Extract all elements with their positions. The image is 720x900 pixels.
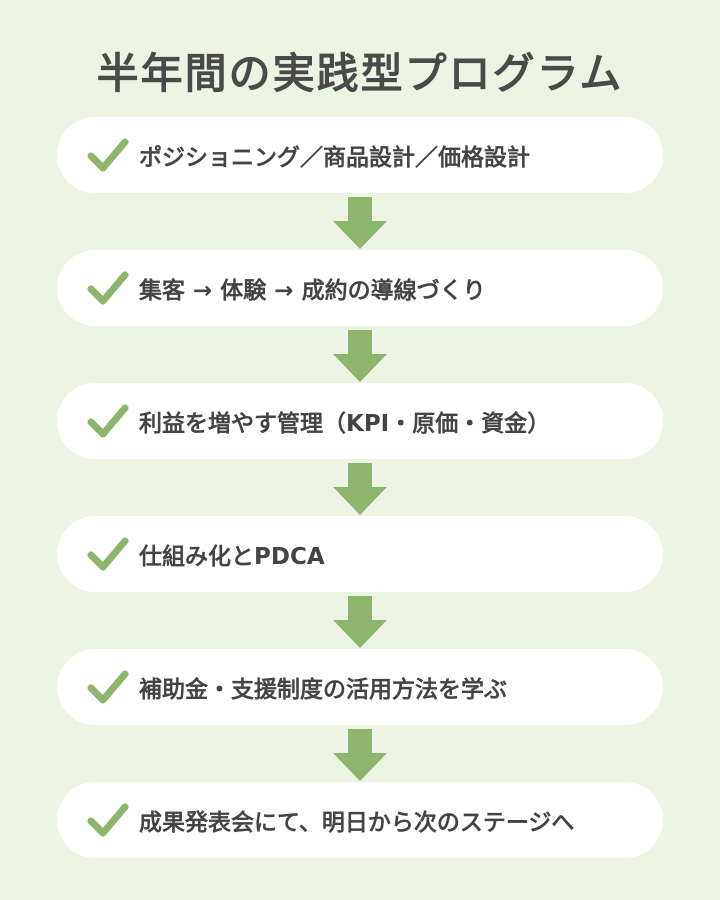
check-icon <box>87 271 129 305</box>
check-icon <box>87 138 129 172</box>
step-card: 補助金・支援制度の活用方法を学ぶ <box>57 649 663 725</box>
page-title: 半年間の実践型プログラム <box>96 49 624 98</box>
step-card: ポジショニング／商品設計／価格設計 <box>57 117 663 193</box>
step-label: ポジショニング／商品設計／価格設計 <box>139 145 530 171</box>
step-card: 仕組み化とPDCA <box>57 516 663 592</box>
down-arrow-icon <box>333 729 387 781</box>
down-arrow-icon <box>333 330 387 382</box>
step-card: 集客 → 体験 → 成約の導線づくり <box>57 250 663 326</box>
step-label: 補助金・支援制度の活用方法を学ぶ <box>139 677 507 703</box>
step-label: 仕組み化とPDCA <box>139 544 325 570</box>
step-label: 集客 → 体験 → 成約の導線づくり <box>139 278 486 304</box>
check-icon <box>87 670 129 704</box>
down-arrow-icon <box>333 463 387 515</box>
check-icon <box>87 404 129 438</box>
down-arrow-icon <box>333 197 387 249</box>
step-label: 利益を増やす管理（KPI・原価・資金） <box>139 411 551 437</box>
step-card: 利益を増やす管理（KPI・原価・資金） <box>57 383 663 459</box>
down-arrow-icon <box>333 596 387 648</box>
check-icon <box>87 803 129 837</box>
step-card: 成果発表会にて、明日から次のステージへ <box>57 782 663 858</box>
check-icon <box>87 537 129 571</box>
step-label: 成果発表会にて、明日から次のステージへ <box>139 810 575 836</box>
